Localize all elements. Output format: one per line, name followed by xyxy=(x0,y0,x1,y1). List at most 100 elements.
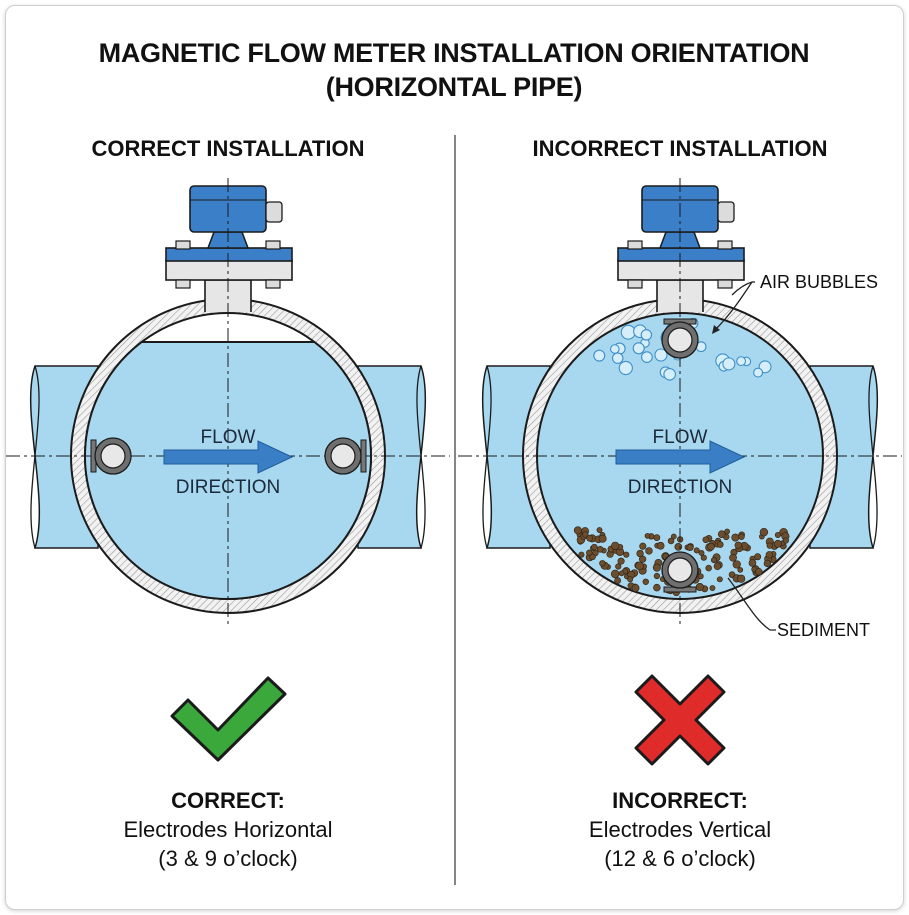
sediment-particle xyxy=(693,547,700,554)
incorrect-caption-line-2: (12 & 6 o’clock) xyxy=(604,846,756,871)
title-line-1: MAGNETIC FLOW METER INSTALLATION ORIENTA… xyxy=(99,38,810,68)
sediment-particle xyxy=(670,533,677,540)
incorrect-caption-title: INCORRECT: xyxy=(612,788,748,813)
bolt-nut-icon xyxy=(265,279,281,289)
air-bubble xyxy=(632,342,645,355)
sediment-particle xyxy=(667,537,675,545)
sediment-particle xyxy=(589,553,596,561)
sediment-particle xyxy=(705,564,712,572)
direction-label-right: DIRECTION xyxy=(628,477,733,498)
sediment-particle xyxy=(759,527,769,537)
electrode-icon xyxy=(100,443,126,469)
sediment-particle xyxy=(615,563,622,570)
air-bubbles-arrowhead xyxy=(712,325,720,334)
check-icon xyxy=(170,676,287,762)
incorrect-meter-diagram xyxy=(458,178,902,628)
sediment-particle xyxy=(573,526,582,535)
air-bubble xyxy=(663,368,676,381)
flange-upper xyxy=(617,247,745,262)
air-bubble xyxy=(640,329,653,341)
bore-outline xyxy=(84,341,372,600)
air-bubble xyxy=(618,360,633,376)
sediment-particle xyxy=(610,569,620,579)
sediment-particle xyxy=(652,563,661,572)
sediment-particle xyxy=(763,559,772,568)
sediment-particle xyxy=(729,553,737,562)
flange-upper xyxy=(165,247,293,262)
sediment-particle xyxy=(656,541,665,550)
sediment-particle xyxy=(716,541,724,548)
sediment-particle xyxy=(591,543,598,551)
sediment-particle xyxy=(635,561,644,571)
sediment-particle xyxy=(737,574,746,583)
sediment-particle xyxy=(653,572,661,580)
correct-caption-line-1: Electrodes Horizontal xyxy=(123,817,332,842)
sediment-particle xyxy=(653,583,661,592)
air-bubble xyxy=(753,367,764,378)
sediment-particle xyxy=(765,551,773,559)
cable-gland-icon xyxy=(265,201,283,223)
sediment-particle xyxy=(713,562,722,570)
correct-heading: CORRECT INSTALLATION xyxy=(92,136,365,161)
sediment-particle xyxy=(686,543,694,551)
sediment-particle xyxy=(748,559,757,567)
air-bubble xyxy=(620,324,636,340)
sediment-particle xyxy=(631,584,640,592)
sediment-particle xyxy=(732,560,741,569)
sediment-particle xyxy=(598,534,607,543)
bolt-head-icon xyxy=(717,240,733,250)
sediment-particle xyxy=(774,531,781,539)
sediment-particle xyxy=(578,551,585,558)
sediment-particle xyxy=(773,539,782,548)
correct-caption-line-2: (3 & 9 o’clock) xyxy=(158,846,297,871)
bolt-head-icon xyxy=(265,240,281,250)
bolt-nut-icon xyxy=(175,279,191,289)
flow-label-left: FLOW xyxy=(201,427,256,448)
incorrect-heading: INCORRECT INSTALLATION xyxy=(533,136,828,161)
sediment-particle xyxy=(674,543,683,551)
sediment-label: SEDIMENT xyxy=(777,620,870,640)
sediment-particle xyxy=(709,585,716,591)
air-bubble xyxy=(610,344,620,354)
sediment-particle xyxy=(695,582,704,591)
sediment-particle xyxy=(755,567,763,576)
sediment-particle xyxy=(754,553,762,561)
air-bubble xyxy=(593,349,606,362)
sediment-particle xyxy=(716,576,723,583)
sediment-particle xyxy=(599,560,606,567)
flow-arrow-icon xyxy=(615,440,746,474)
electrode-icon xyxy=(667,327,693,353)
sediment-particle xyxy=(636,549,644,558)
pipe-break-line xyxy=(868,365,878,549)
bolt-nut-icon xyxy=(717,279,733,289)
sediment-particle xyxy=(642,578,649,585)
sediment-particle xyxy=(639,542,647,550)
sediment-particle xyxy=(582,531,589,538)
sediment-particle xyxy=(734,541,742,549)
sediment-particle xyxy=(731,533,740,542)
air-bubble xyxy=(736,356,747,367)
sediment-particle xyxy=(707,542,715,551)
air-bubbles-leader xyxy=(731,281,753,296)
sediment-particle xyxy=(596,545,604,553)
correct-caption-title: CORRECT: xyxy=(171,788,285,813)
sediment-particle xyxy=(617,557,625,565)
sediment-particle xyxy=(702,536,710,544)
air-bubbles-label: AIR BUBBLES xyxy=(760,272,878,292)
air-bubble xyxy=(722,357,736,371)
sediment-particle xyxy=(644,533,651,539)
sediment-particle xyxy=(623,551,630,558)
water-fill xyxy=(84,342,371,600)
flange-lower xyxy=(617,259,745,281)
sediment-particle xyxy=(700,554,707,561)
sediment-particle xyxy=(724,528,730,535)
incorrect-caption-line-1: Electrodes Vertical xyxy=(589,817,771,842)
bolt-head-icon xyxy=(627,240,643,250)
sediment-particle xyxy=(710,557,718,564)
sediment-particle xyxy=(653,534,661,542)
sediment-particle xyxy=(627,576,634,583)
sediment-particle xyxy=(717,530,726,539)
sediment-particle xyxy=(698,550,705,556)
sediment-particle xyxy=(611,541,620,550)
